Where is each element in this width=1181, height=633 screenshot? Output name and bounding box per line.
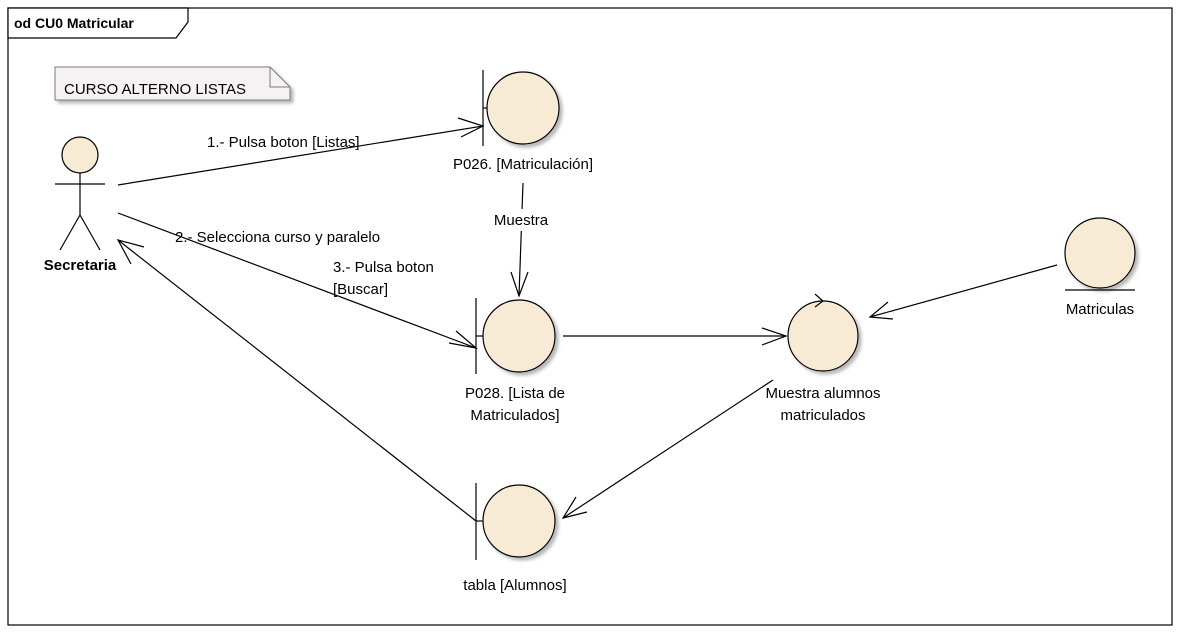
message-1-line <box>117 125 484 186</box>
boundary-p026-label: P026. [Matriculación] <box>453 156 593 173</box>
note[interactable]: CURSO ALTERNO LISTAS <box>54 66 291 101</box>
message-3-label-line2: [Buscar] <box>333 281 388 298</box>
tabla-to-actor-line <box>117 239 477 522</box>
muestra-label: Muestra <box>494 212 549 229</box>
entity-matriculas-label: Matriculas <box>1066 301 1134 318</box>
message-3-label-line1: 3.- Pulsa boton <box>333 259 434 276</box>
note-text: CURSO ALTERNO LISTAS <box>64 81 246 98</box>
message-2-label: 2.- Selecciona curso y paralelo <box>175 229 380 246</box>
frame-title-tab <box>7 7 189 39</box>
entity-matriculas[interactable]: Matriculas <box>1064 217 1136 318</box>
muestra-label-bg <box>486 209 556 231</box>
boundary-p028[interactable]: P028. [Lista de Matriculados] <box>465 298 565 424</box>
boundary-p028-label-line1: P028. [Lista de <box>465 385 565 402</box>
muestra-line <box>518 182 524 297</box>
entity-to-control-arrowhead <box>868 301 894 320</box>
boundary-p026[interactable]: P026. [Matriculación] <box>453 70 593 173</box>
diagram-frame <box>7 7 1173 626</box>
tabla-to-actor-arrowhead <box>116 239 145 265</box>
control-to-tabla-line <box>562 379 774 519</box>
message-1-label: 1.- Pulsa boton [Listas] <box>207 134 360 151</box>
actor-secretaria[interactable]: Secretaria <box>44 136 117 274</box>
boundary-p028-label-line2: Matriculados] <box>470 407 559 424</box>
frame-title: od CU0 Matricular <box>14 15 134 31</box>
boundary-tabla-label: tabla [Alumnos] <box>463 577 566 594</box>
control-muestra-alumnos[interactable]: Muestra alumnos matriculados <box>765 293 881 424</box>
muestra-arrowhead <box>510 271 529 298</box>
control-label-line2: matriculados <box>780 407 865 424</box>
actor-label: Secretaria <box>44 257 117 274</box>
boundary-tabla[interactable]: tabla [Alumnos] <box>463 483 567 594</box>
message-2-line <box>117 212 477 349</box>
control-label-line1: Muestra alumnos <box>765 385 880 402</box>
p028-to-control-arrowhead <box>761 327 788 346</box>
entity-to-control-line <box>869 264 1058 318</box>
actor-head <box>61 136 99 174</box>
control-to-tabla-arrowhead <box>561 496 588 519</box>
